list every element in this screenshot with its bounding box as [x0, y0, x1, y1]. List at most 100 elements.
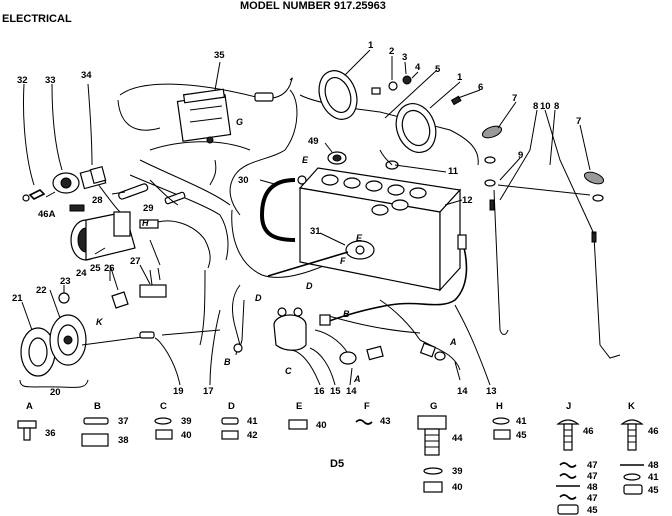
- key-part: 37: [118, 416, 129, 427]
- parts-28-29-fuse[interactable]: [118, 183, 186, 205]
- key-part: 47: [587, 493, 598, 504]
- key-letter-B: B: [94, 401, 101, 412]
- part-13-cable[interactable]: [319, 239, 468, 326]
- callout-23: 23: [60, 276, 71, 287]
- letter-K: K: [96, 317, 104, 327]
- key-letter-E: E: [296, 401, 302, 412]
- key-part: 45: [587, 505, 598, 516]
- callout-12: 12: [462, 195, 473, 206]
- callout-8: 8: [533, 101, 538, 112]
- leader-lines: [21, 49, 595, 386]
- callout-19: 19: [173, 386, 184, 397]
- key-part: 38: [118, 435, 129, 446]
- letter-H: H: [142, 218, 149, 228]
- key-part: 43: [380, 416, 391, 427]
- key-letter-C: C: [160, 401, 167, 412]
- key-part: 40: [181, 430, 192, 441]
- callout-22: 22: [36, 285, 47, 296]
- callout-5: 5: [435, 64, 441, 75]
- key-letter-F: F: [364, 401, 370, 412]
- callout-6: 6: [478, 82, 483, 93]
- callout-29: 29: [143, 203, 154, 214]
- key-part: 42: [247, 430, 258, 441]
- callout-25: 25: [90, 263, 101, 274]
- hardware-E: E 40: [288, 401, 327, 431]
- part-11-terminal[interactable]: [379, 149, 399, 170]
- key-part: 48: [648, 460, 659, 471]
- part-12-battery[interactable]: [298, 167, 462, 292]
- hardware-J: J 46 47 47 48 47 45: [556, 401, 598, 516]
- callout-8: 8: [554, 101, 559, 112]
- callout-16: 16: [314, 386, 325, 397]
- parts-20-23-pulleys[interactable]: [20, 292, 155, 377]
- key-part: 44: [452, 433, 463, 444]
- wire-letter-labels: G E E H K D D B B C F A A: [96, 117, 457, 384]
- key-part: 36: [45, 428, 56, 439]
- part-30-cable[interactable]: [259, 178, 296, 242]
- bracket-20: [19, 379, 89, 388]
- parts-24-25-starter[interactable]: [70, 211, 159, 261]
- callout-28: 28: [92, 195, 103, 206]
- key-part: 45: [648, 485, 659, 496]
- callout-15: 15: [330, 386, 341, 397]
- letter-E: E: [356, 233, 363, 243]
- callout-35: 35: [214, 50, 225, 61]
- page-code: D5: [330, 458, 344, 470]
- letter-D: D: [255, 293, 262, 303]
- callout-24: 24: [76, 268, 87, 279]
- callout-3: 3: [402, 52, 407, 63]
- parts-32-34-ignition[interactable]: [22, 165, 107, 212]
- key-part: 41: [648, 472, 659, 483]
- callout-49: 49: [308, 136, 319, 147]
- key-part: 41: [516, 416, 527, 427]
- callout-9: 9: [518, 150, 523, 161]
- key-part: 40: [316, 420, 327, 431]
- part-35-regulator[interactable]: [176, 88, 274, 144]
- callout-14: 14: [346, 386, 357, 397]
- callout-26: 26: [104, 263, 115, 274]
- callout-numbers: 1 1 2 3 4 5 6 7 7 8 10 8 9 11 12 13 14 1…: [12, 40, 581, 398]
- hardware-key: A 36 B 37 38 C 39 40 D 41 42: [17, 401, 659, 516]
- letter-D: D: [306, 281, 313, 291]
- key-letter-A: A: [26, 401, 33, 412]
- callout-13: 13: [486, 386, 497, 397]
- callout-1: 1: [457, 72, 463, 83]
- part-16-solenoid[interactable]: [273, 307, 331, 351]
- part-14-switch[interactable]: [339, 342, 446, 365]
- key-letter-H: H: [496, 401, 503, 412]
- key-part: 46: [648, 426, 659, 437]
- key-letter-D: D: [228, 401, 235, 412]
- part-1-headlights[interactable]: [313, 65, 443, 158]
- section-title: ELECTRICAL: [2, 13, 72, 25]
- callout-1: 1: [368, 40, 374, 51]
- model-number-title: MODEL NUMBER 917.25963: [240, 0, 386, 12]
- parts-7-10-mounting[interactable]: [481, 124, 621, 359]
- hardware-F: F 43: [355, 401, 391, 427]
- part-31-terminal[interactable]: [267, 240, 375, 277]
- callout-4: 4: [415, 62, 421, 73]
- hardware-A: A 36: [17, 401, 56, 441]
- callout-34: 34: [81, 70, 92, 81]
- callout-33: 33: [45, 75, 56, 86]
- callout-46a: 46A: [38, 209, 56, 220]
- key-part: 41: [247, 416, 258, 427]
- hardware-B: B 37 38: [81, 401, 129, 447]
- letter-A: A: [353, 374, 361, 384]
- callout-7: 7: [576, 116, 581, 127]
- letter-C: C: [285, 366, 292, 376]
- parts-2-4-hardware[interactable]: [371, 75, 462, 106]
- key-part: 47: [587, 460, 598, 471]
- callout-21: 21: [12, 293, 23, 304]
- key-part: 48: [587, 482, 598, 493]
- hardware-D: D 41 42: [221, 401, 258, 441]
- key-part: 40: [452, 482, 463, 493]
- parts-26-27-switch[interactable]: [111, 269, 167, 309]
- callout-10: 10: [540, 101, 551, 112]
- callout-7: 7: [512, 93, 517, 104]
- key-letter-J: J: [566, 401, 571, 412]
- letter-B: B: [224, 357, 231, 367]
- key-letter-K: K: [628, 401, 635, 412]
- hardware-K: K 46 48 41 45: [620, 401, 659, 496]
- letter-E: E: [302, 155, 309, 165]
